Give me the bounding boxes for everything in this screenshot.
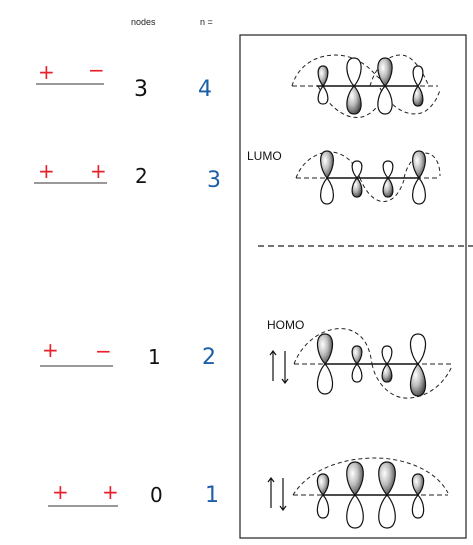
up-down-arrows-icon bbox=[267, 477, 287, 511]
psi3-orbital bbox=[295, 150, 441, 205]
phase-left-sign: + bbox=[38, 159, 55, 183]
n-value: 2 bbox=[202, 345, 216, 370]
psi1-orbital bbox=[267, 457, 449, 529]
phase-right-sign: + bbox=[102, 480, 119, 504]
row-3: + − 1 2 bbox=[40, 338, 216, 370]
nodes-value: 0 bbox=[150, 483, 163, 507]
phase-left-sign: + bbox=[42, 338, 59, 362]
n-value: 1 bbox=[205, 483, 219, 508]
phase-right-sign: + bbox=[90, 159, 107, 183]
nodes-value: 1 bbox=[148, 345, 161, 369]
orbital-panel bbox=[239, 34, 467, 539]
row-4: + + 0 1 bbox=[48, 480, 219, 508]
phase-right-sign: − bbox=[88, 58, 105, 82]
phase-right-sign: − bbox=[95, 339, 112, 363]
row-2: + + 2 3 bbox=[34, 159, 221, 193]
up-down-arrows-icon bbox=[269, 350, 289, 384]
phase-left-sign: + bbox=[52, 480, 69, 504]
nodes-header: nodes bbox=[131, 17, 156, 27]
homo-label: HOMO bbox=[267, 318, 304, 332]
row-1: + − 3 4 bbox=[36, 58, 212, 102]
n-value: 4 bbox=[198, 77, 212, 102]
n-header: n = bbox=[200, 17, 213, 27]
psi4-orbital bbox=[291, 54, 441, 118]
psi2-orbital bbox=[269, 328, 453, 399]
nodes-value: 2 bbox=[135, 164, 148, 188]
n-value: 3 bbox=[207, 168, 221, 193]
lumo-label: LUMO bbox=[247, 149, 282, 163]
nodes-value: 3 bbox=[134, 77, 148, 102]
phase-left-sign: + bbox=[38, 60, 55, 84]
